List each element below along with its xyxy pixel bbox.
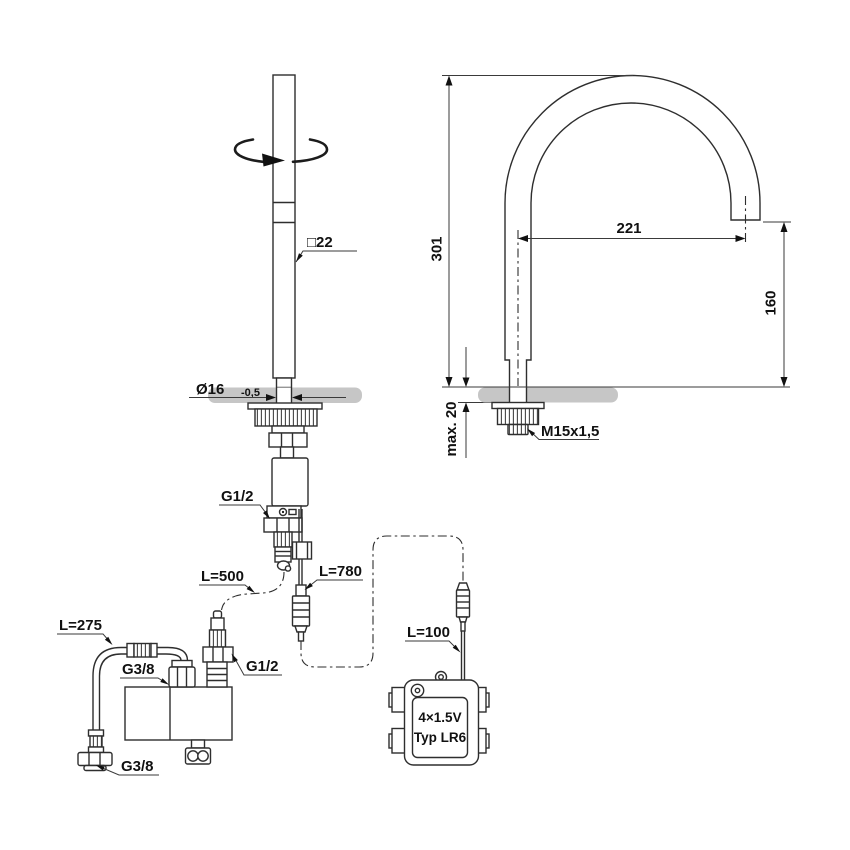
g12-union-nut	[263, 517, 303, 533]
inlet-hose	[77, 642, 189, 772]
rotation-arrows-icon	[233, 138, 329, 167]
battery-cable-label: L=100	[407, 624, 450, 641]
battery-box: 4×1.5V Typ LR6	[388, 670, 490, 766]
valve-cable-label: L=780	[319, 563, 362, 580]
sensor-cable	[220, 571, 285, 611]
left-faucet-mounting-stack	[247, 402, 323, 572]
deck-thickness-dim: max. 20	[443, 401, 460, 456]
battery-label-panel	[411, 696, 469, 759]
connection-diagram: L=500 L=780 L=100	[57, 535, 471, 776]
mounting-nut-right	[496, 407, 540, 426]
g12-upper-label: G1/2	[221, 488, 254, 505]
threaded-shank	[507, 423, 529, 436]
outlet-height-dim: 160	[763, 290, 780, 315]
countertop-left	[208, 387, 362, 403]
g12-nut	[202, 646, 234, 663]
valve-body	[124, 686, 233, 741]
spout-column-body	[272, 74, 296, 379]
g38-lower-label: G3/8	[121, 758, 154, 775]
spout-profile-view: 301 221 160 max. 20 M15x1,5	[429, 74, 791, 458]
left-faucet-assembly	[208, 74, 362, 642]
hose-length-label: L=275	[59, 617, 102, 634]
valve-cable	[291, 509, 313, 642]
solenoid-valve	[124, 610, 234, 765]
reach-dim: 221	[616, 220, 641, 237]
electronics-housing	[271, 457, 309, 507]
mounting-nut-knurled	[254, 408, 318, 427]
battery-spec-line2: Typ LR6	[414, 730, 467, 745]
total-height-dim: 301	[429, 236, 446, 261]
square-dim-label: □22	[307, 234, 333, 251]
shaft-diameter-label: Ø16	[196, 381, 224, 398]
gooseneck-spout-outline	[504, 74, 761, 387]
sensor-cable-label: L=500	[201, 568, 244, 585]
g38-upper-label: G3/8	[122, 661, 155, 678]
shaft-tolerance-label: -0,5	[241, 387, 260, 399]
cable-plug	[291, 595, 311, 627]
mounting-thread-label: M15x1,5	[541, 423, 599, 440]
battery-cable-connector	[455, 582, 471, 632]
extension-cable	[300, 535, 464, 668]
cable-clamp	[291, 541, 313, 560]
battery-spec-line1: 4×1.5V	[418, 710, 461, 725]
left-faucet-labels: □22 Ø16 -0,5 G1/2	[189, 234, 357, 519]
hose-end-nut	[77, 751, 113, 767]
countertop-right	[478, 387, 618, 403]
g38-nut	[168, 666, 196, 688]
g12-lower-label: G1/2	[246, 658, 279, 675]
